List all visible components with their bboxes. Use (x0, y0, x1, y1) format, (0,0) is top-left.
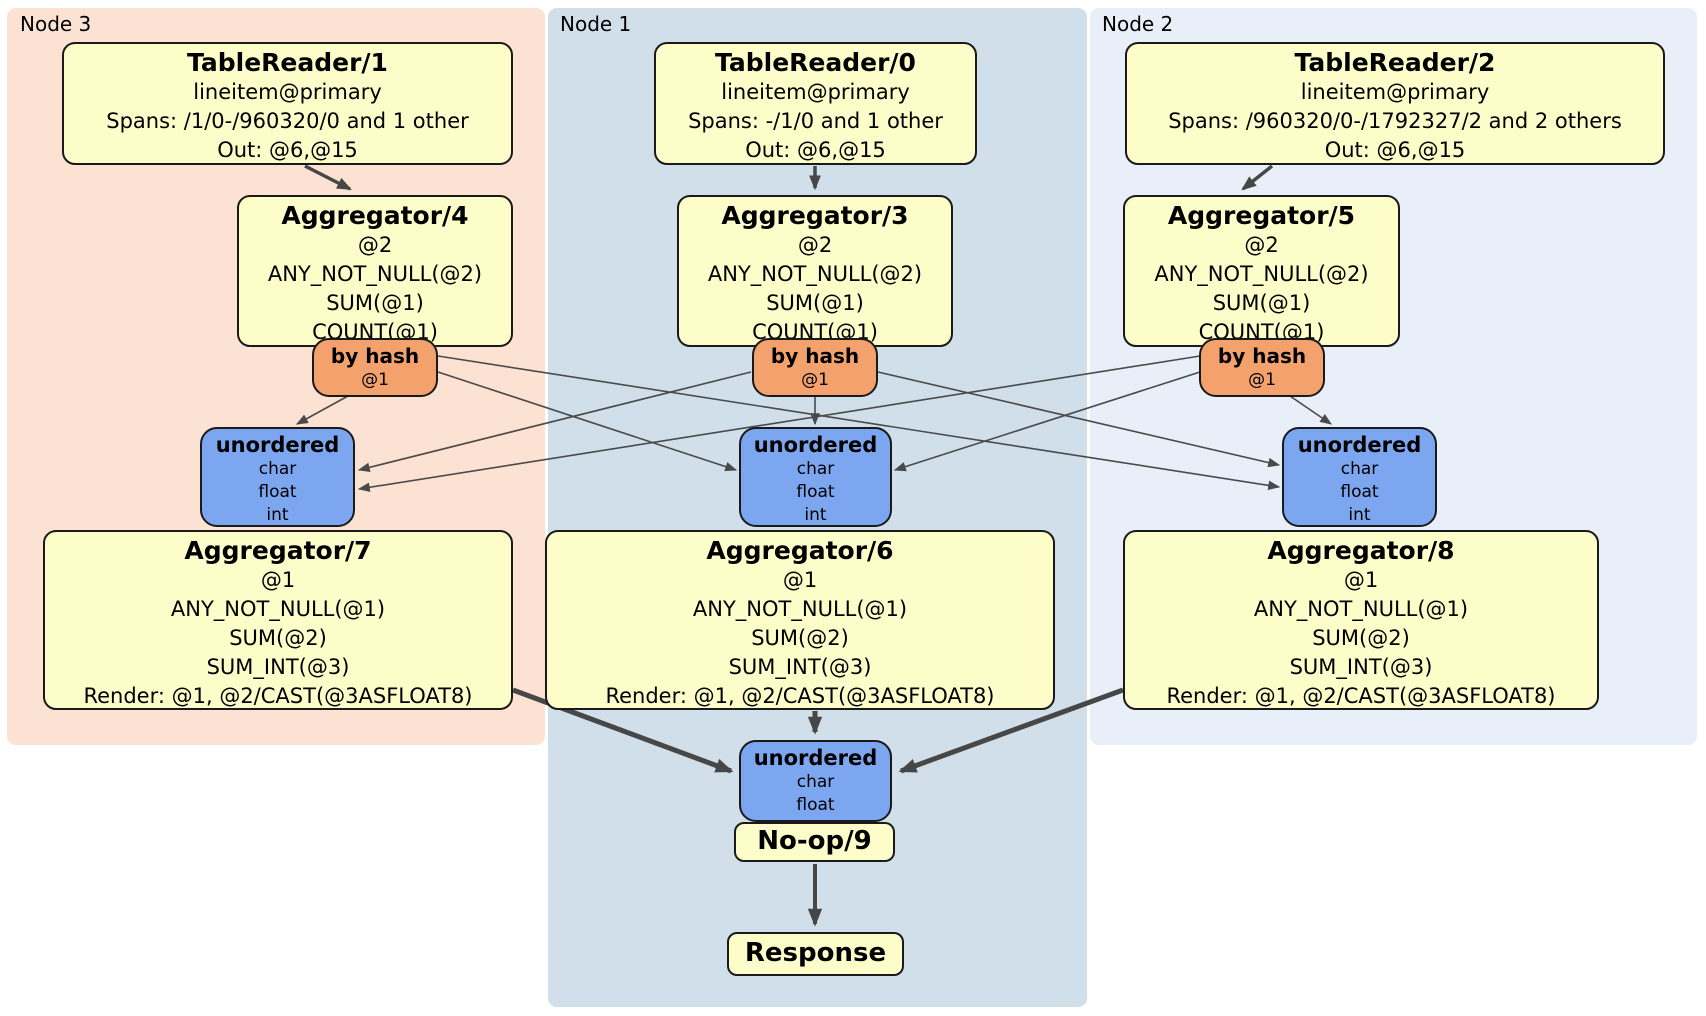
response-node: Response (727, 932, 904, 976)
edge-byhash3-un3 (295, 395, 349, 425)
edge-byhash2-un1 (893, 371, 1201, 472)
node-detail: Out: @6,@15 (745, 138, 886, 162)
router-title: by hash (770, 344, 860, 368)
node-detail: SUM(@2) (229, 626, 327, 650)
sync-title: unordered (753, 433, 878, 457)
node-title: Aggregator/6 (706, 536, 894, 565)
node-title: TableReader/0 (715, 48, 916, 77)
node-detail: SUM_INT(@3) (1289, 655, 1433, 679)
final-unordered-sync: unordered char float (739, 740, 892, 822)
node-title: TableReader/2 (1294, 48, 1496, 77)
no-op-node: No-op/9 (734, 822, 895, 862)
node-detail: @2 (357, 233, 393, 257)
node-detail: @1 (1343, 568, 1379, 592)
sync-title: unordered (215, 433, 340, 457)
sync-title: unordered (1297, 433, 1422, 457)
unordered-sync-node2: unordered char float int (1282, 427, 1437, 527)
edge-tr1-agg4 (304, 164, 353, 191)
edge-byhash2-un3 (357, 355, 1201, 493)
tablereader-0-node: TableReader/0 lineitem@primary Spans: -/… (654, 42, 977, 165)
node-detail: @1 (782, 568, 818, 592)
node-detail: Spans: /960320/0-/1792327/2 and 2 others (1168, 109, 1622, 133)
sync-detail: char (258, 459, 297, 479)
node-detail: lineitem@primary (721, 80, 910, 104)
by-hash-router-node2: by hash @1 (1199, 338, 1325, 397)
node-detail: @1 (260, 568, 296, 592)
sync-detail: char (796, 772, 835, 792)
node2-label: Node 2 (1102, 12, 1174, 36)
router-detail: @1 (361, 370, 389, 390)
node-detail: SUM(@1) (326, 291, 424, 315)
sync-detail: char (796, 459, 835, 479)
node-title: Aggregator/3 (721, 201, 909, 230)
router-title: by hash (1217, 344, 1307, 368)
node-detail: Render: @1, @2/CAST(@3ASFLOAT8) (605, 684, 995, 708)
edge-byhash1-un3 (357, 371, 752, 473)
edge-tr2-agg5 (1241, 164, 1274, 191)
edge-byhash1-un2 (877, 371, 1281, 468)
node-detail: ANY_NOT_NULL(@1) (170, 597, 386, 621)
sync-title: unordered (753, 746, 878, 770)
sync-detail: float (796, 482, 835, 502)
node-detail: Spans: /1/0-/960320/0 and 1 other (106, 109, 469, 133)
node-title: Aggregator/8 (1267, 536, 1455, 565)
node-detail: ANY_NOT_NULL(@2) (267, 262, 483, 286)
node-title: No-op/9 (757, 826, 872, 856)
sync-detail: int (804, 505, 827, 525)
node-detail: SUM(@1) (766, 291, 864, 315)
node-title: Aggregator/7 (184, 536, 372, 565)
node-detail: SUM_INT(@3) (206, 655, 350, 679)
edge-byhash3-un1 (437, 371, 738, 472)
node1-label: Node 1 (560, 12, 632, 36)
node-detail: ANY_NOT_NULL(@1) (1253, 597, 1469, 621)
node-detail: lineitem@primary (193, 80, 382, 104)
edge-byhash2-un2 (1289, 395, 1332, 425)
node-detail: Out: @6,@15 (217, 138, 358, 162)
unordered-sync-node1: unordered char float int (739, 427, 892, 527)
node-detail: SUM_INT(@3) (728, 655, 872, 679)
aggregator-8-node: Aggregator/8 @1 ANY_NOT_NULL(@1) SUM(@2)… (1123, 530, 1599, 710)
node-detail: Render: @1, @2/CAST(@3ASFLOAT8) (83, 684, 473, 708)
edge-agg8-final (898, 687, 1124, 774)
node-detail: Out: @6,@15 (1324, 138, 1466, 162)
node-detail: ANY_NOT_NULL(@2) (707, 262, 923, 286)
sync-detail: float (796, 795, 835, 815)
aggregator-7-node: Aggregator/7 @1 ANY_NOT_NULL(@1) SUM(@2)… (43, 530, 513, 710)
tablereader-2-node: TableReader/2 lineitem@primary Spans: /9… (1125, 42, 1665, 165)
sync-detail: float (1340, 482, 1379, 502)
by-hash-router-node1: by hash @1 (752, 338, 878, 397)
edge-byhash3-un2 (437, 355, 1281, 491)
router-detail: @1 (1248, 370, 1276, 390)
node-detail: @2 (1244, 233, 1279, 257)
unordered-sync-node3: unordered char float int (200, 427, 355, 527)
sync-detail: int (266, 505, 289, 525)
sync-detail: float (258, 482, 297, 502)
node-detail: SUM(@2) (1312, 626, 1410, 650)
node3-label: Node 3 (20, 12, 92, 36)
aggregator-6-node: Aggregator/6 @1 ANY_NOT_NULL(@1) SUM(@2)… (545, 530, 1055, 710)
node-detail: Spans: -/1/0 and 1 other (688, 109, 943, 133)
node-detail: ANY_NOT_NULL(@2) (1154, 262, 1369, 286)
sync-detail: char (1340, 459, 1379, 479)
node-detail: Render: @1, @2/CAST(@3ASFLOAT8) (1166, 684, 1556, 708)
aggregator-5-node: Aggregator/5 @2 ANY_NOT_NULL(@2) SUM(@1)… (1123, 195, 1400, 347)
node-detail: lineitem@primary (1300, 80, 1490, 104)
router-detail: @1 (801, 370, 829, 390)
node-detail: SUM(@2) (751, 626, 849, 650)
aggregator-3-node: Aggregator/3 @2 ANY_NOT_NULL(@2) SUM(@1)… (677, 195, 953, 347)
node-title: Response (744, 938, 887, 968)
node-detail: @2 (797, 233, 833, 257)
node-title: TableReader/1 (187, 48, 388, 77)
router-title: by hash (330, 344, 420, 368)
node-detail: ANY_NOT_NULL(@1) (692, 597, 908, 621)
tablereader-1-node: TableReader/1 lineitem@primary Spans: /1… (62, 42, 513, 165)
node-title: Aggregator/5 (1167, 201, 1356, 230)
by-hash-router-node3: by hash @1 (312, 338, 438, 397)
aggregator-4-node: Aggregator/4 @2 ANY_NOT_NULL(@2) SUM(@1)… (237, 195, 513, 347)
node-title: Aggregator/4 (281, 201, 469, 230)
node-detail: SUM(@1) (1212, 291, 1311, 315)
sync-detail: int (1348, 505, 1371, 525)
